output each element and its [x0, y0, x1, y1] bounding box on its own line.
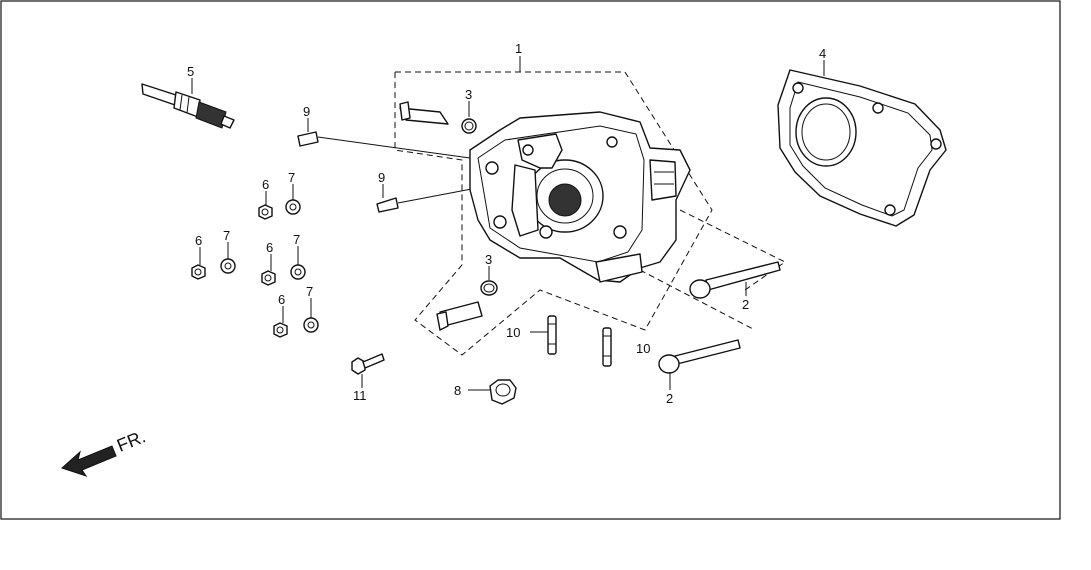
dowel-pin-9b	[376, 197, 399, 213]
diagram-frame	[0, 0, 1061, 520]
spark-plug-5	[141, 83, 235, 129]
assembly-outline-right	[639, 209, 786, 331]
callout-3b: 3	[485, 252, 492, 267]
front-direction-arrow-icon	[61, 445, 117, 477]
guide-line-9b	[397, 186, 483, 204]
dowel-pin-9a	[297, 131, 319, 147]
washer-7d	[303, 317, 319, 333]
washer-7c	[290, 264, 306, 280]
callout-7b: 7	[223, 228, 230, 243]
o-ring-3b	[480, 280, 498, 296]
nut-6b	[191, 264, 206, 280]
callout-7a: 7	[288, 170, 295, 185]
nut-6d-hole	[276, 326, 284, 334]
callout-9b: 9	[378, 170, 385, 185]
callout-2a: 2	[742, 297, 749, 312]
callout-6b: 6	[195, 233, 202, 248]
front-direction-label: FR.	[114, 426, 148, 455]
bolt-2a	[689, 261, 781, 299]
nut-6c-hole	[264, 274, 272, 282]
nut-6a	[258, 204, 273, 220]
head-gasket-4	[777, 69, 947, 227]
guide-line-9a	[317, 136, 471, 159]
callout-7d: 7	[306, 284, 313, 299]
callout-1: 1	[515, 41, 522, 56]
o-ring-3a-inner	[464, 121, 474, 131]
bolt-11	[351, 353, 385, 375]
callout-8: 8	[454, 383, 461, 398]
callout-3a: 3	[465, 87, 472, 102]
assembly-outline-1	[394, 71, 713, 356]
washer-7b-hole	[224, 262, 232, 270]
nut-6a-hole	[261, 208, 269, 216]
callout-6a: 6	[262, 177, 269, 192]
callout-10b: 10	[636, 341, 650, 356]
washer-7c-hole	[294, 268, 302, 276]
washer-7d-hole	[307, 321, 315, 329]
callout-9a: 9	[303, 104, 310, 119]
callout-4: 4	[819, 46, 826, 61]
washer-7b	[220, 258, 236, 274]
washer-7a-hole	[289, 203, 297, 211]
callout-7c: 7	[293, 232, 300, 247]
o-ring-3a	[461, 118, 477, 134]
callout-6c: 6	[266, 240, 273, 255]
nut-6d	[273, 322, 288, 338]
cylinder-head-1	[399, 101, 691, 331]
nut-6b-hole	[194, 268, 202, 276]
callout-2b: 2	[666, 391, 673, 406]
callout-6d: 6	[278, 292, 285, 307]
stud-10b	[602, 327, 612, 367]
bolt-2b	[658, 339, 741, 374]
stud-10a	[547, 315, 557, 355]
washer-7a	[285, 199, 301, 215]
cap-nut-8	[489, 379, 517, 405]
callout-10a: 10	[506, 325, 520, 340]
nut-6c	[261, 270, 276, 286]
o-ring-3b-inner	[483, 283, 495, 293]
callout-5: 5	[187, 64, 194, 79]
callout-11: 11	[353, 388, 367, 403]
